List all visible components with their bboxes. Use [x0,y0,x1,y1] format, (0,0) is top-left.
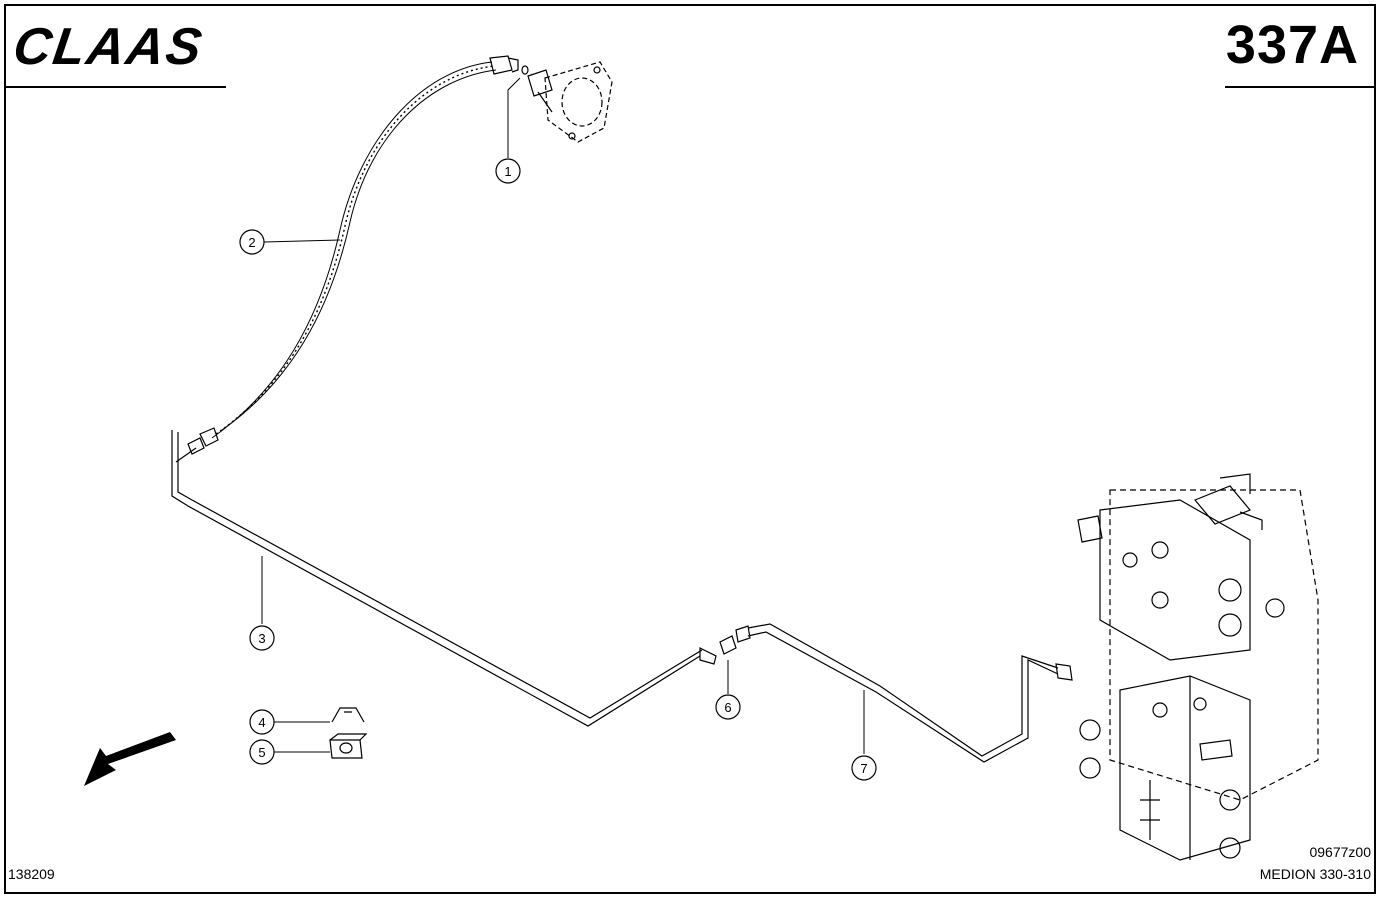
flange-part [527,61,613,143]
drawing-code-right: 09677z00 [1309,844,1371,860]
clamp-half [331,707,365,723]
callout-5[interactable]: 5 [249,739,275,765]
callout-1[interactable]: 1 [495,158,521,184]
seal-ring [521,65,529,75]
callout-4-label: 4 [258,715,265,730]
page-number: 337A [1225,15,1359,75]
brand-logo-text: CLAAS [16,18,207,76]
steel-pipe-3 [171,430,717,727]
callout-2-label: 2 [248,235,255,250]
drawing-code-left: 138209 [8,866,55,882]
callout-3[interactable]: 3 [249,625,275,651]
hydraulic-hose [187,55,519,455]
clamp-block [329,733,368,759]
callout-6-label: 6 [724,700,731,715]
callout-7[interactable]: 7 [851,755,877,781]
valve-block [1077,473,1319,861]
page-number-underline [1225,86,1375,88]
union-fitting [719,625,751,655]
callout-5-label: 5 [258,745,265,760]
callout-6[interactable]: 6 [715,694,741,720]
drawing-frame [4,4,1376,894]
logo-underline [6,86,226,88]
arrow-down-left-icon [84,732,176,786]
leader-lines [261,77,865,754]
model-label: MEDION 330-310 [1259,866,1371,882]
claas-logo-icon: CLAAS [16,18,207,76]
steel-pipe-7 [747,623,1073,763]
callout-4[interactable]: 4 [249,709,275,735]
callout-7-label: 7 [860,761,867,776]
callout-2[interactable]: 2 [239,229,265,255]
callout-1-label: 1 [504,164,511,179]
callout-3-label: 3 [258,631,265,646]
